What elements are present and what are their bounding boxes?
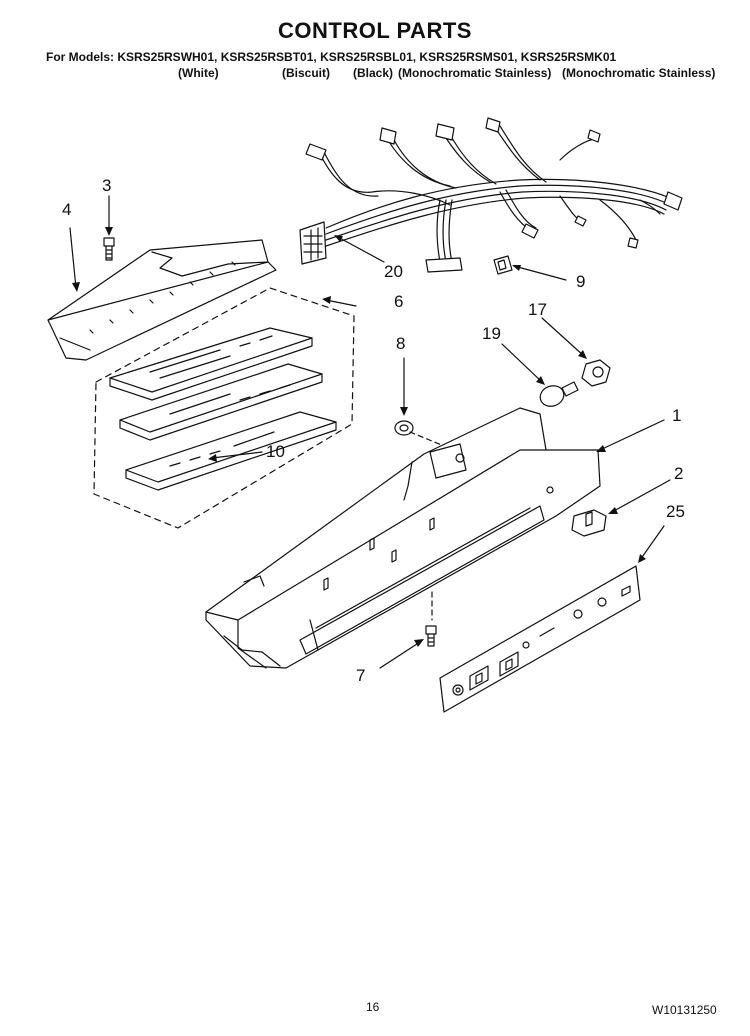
- leader-17: [541, 317, 585, 357]
- leader-25: [639, 525, 665, 561]
- leader-9: [513, 265, 567, 281]
- document-id: W10131250: [652, 1003, 717, 1017]
- callout-9: 9: [576, 272, 586, 291]
- part-25-control-panel: [439, 565, 641, 713]
- color-mono-stainless-2: (Monochromatic Stainless): [562, 66, 716, 80]
- callout-4: 4: [62, 200, 72, 219]
- leader-2: [611, 479, 671, 513]
- callout-1: 1: [672, 406, 682, 425]
- part-10-board-lower: [125, 411, 337, 491]
- part-8-grommet: [394, 420, 414, 436]
- page-title: CONTROL PARTS: [278, 18, 472, 43]
- control-board-middle: [119, 363, 323, 441]
- callout-7: 7: [356, 666, 366, 685]
- leader-6: [325, 299, 357, 307]
- color-black: (Black): [353, 66, 394, 80]
- part-6-board-group-outline: [93, 287, 355, 529]
- leader-1: [599, 419, 665, 451]
- leader-4: [69, 227, 77, 289]
- part-17-socket: [581, 359, 611, 387]
- callout-3: 3: [102, 176, 112, 195]
- callout-25: 25: [666, 502, 685, 521]
- callout-6: 6: [394, 292, 404, 311]
- callout-8: 8: [396, 334, 406, 353]
- part-1-control-housing: [205, 407, 601, 669]
- color-biscuit: (Biscuit): [282, 66, 330, 80]
- leader-10: [211, 451, 263, 459]
- color-mono-stainless-1: (Monochromatic Stainless): [398, 66, 552, 80]
- models-line: For Models: KSRS25RSWH01, KSRS25RSBT01, …: [46, 50, 617, 64]
- control-board-upper: [109, 327, 313, 401]
- part-19-bulb: [539, 381, 579, 407]
- callout-20: 20: [384, 262, 403, 281]
- leader-20: [335, 235, 385, 263]
- leader-19: [501, 343, 543, 383]
- part-4-bracket: [47, 239, 277, 361]
- callout-2: 2: [674, 464, 684, 483]
- part-2-switch: [571, 509, 607, 537]
- leader-7: [379, 641, 421, 669]
- callout-19: 19: [482, 324, 501, 343]
- part-9-clip: [493, 255, 513, 275]
- wire-harness: [299, 117, 683, 273]
- color-white: (White): [178, 66, 219, 80]
- part-7-screw: [425, 625, 437, 647]
- callout-10: 10: [266, 442, 285, 461]
- part-3-screw: [103, 237, 115, 261]
- callout-17: 17: [528, 300, 547, 319]
- page-number: 16: [366, 1000, 380, 1014]
